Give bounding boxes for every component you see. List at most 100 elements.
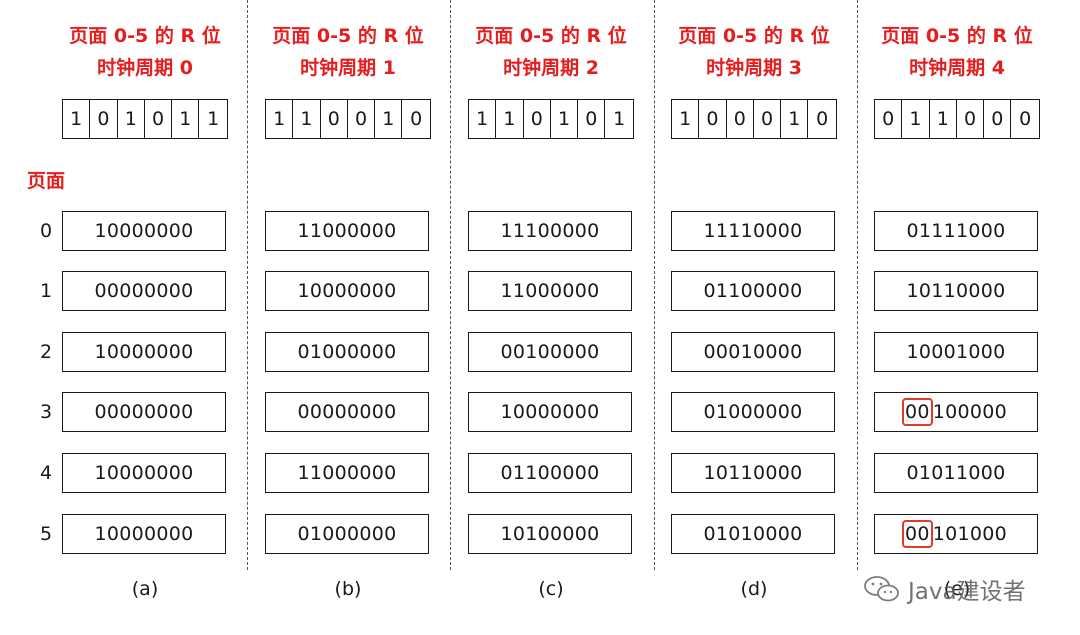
- watermark-text: Java建设者: [908, 579, 1026, 605]
- r-bit-cell: 0: [957, 100, 985, 138]
- page-counter-box: 01010000: [671, 514, 835, 554]
- counter-value: 01000000: [297, 341, 397, 363]
- r-bit-cell: 1: [293, 100, 321, 138]
- page-counter-box: 10000000: [468, 392, 632, 432]
- page-counter-box: 0010100000101000: [874, 514, 1038, 554]
- counter-value: 10110000: [703, 462, 803, 484]
- column-caption: (b): [334, 578, 362, 600]
- page-counter-box: 01100000: [468, 453, 632, 493]
- page-counter-box: 01000000: [265, 514, 429, 554]
- counter-value: 01010000: [703, 523, 803, 545]
- page-counter-box: 10110000: [671, 453, 835, 493]
- counter-value: 11110000: [703, 220, 803, 242]
- column-caption: (a): [131, 578, 159, 600]
- highlighted-bits: 00: [901, 520, 933, 548]
- watermark: Java建设者: [862, 572, 1026, 606]
- page-number-label: 1: [39, 280, 53, 302]
- r-bit-cell: 1: [496, 100, 524, 138]
- page-counter-box: 10000000: [62, 211, 226, 251]
- page-heading: 页面: [27, 170, 66, 192]
- r-bit-cell: 0: [410, 108, 423, 130]
- page-counter-box: 11000000: [265, 453, 429, 493]
- counter-value: 11000000: [297, 462, 397, 484]
- counter-value: 01100000: [703, 280, 803, 302]
- r-bit-cell: 1: [902, 100, 930, 138]
- r-bit-cell: 0: [90, 100, 118, 138]
- wechat-icon: [864, 576, 899, 602]
- counter-value: 10000000: [297, 280, 397, 302]
- counter-value: 11000000: [500, 280, 600, 302]
- r-bit-cell: 1: [613, 108, 626, 130]
- page-counter-box: 10001000: [874, 332, 1038, 372]
- counter-value: 00010000: [703, 341, 803, 363]
- r-bit-cell: 0: [348, 100, 376, 138]
- counter-value: 01000000: [703, 401, 803, 423]
- page-counter-box: 00000000: [265, 392, 429, 432]
- page-counter-box: 10100000: [468, 514, 632, 554]
- page-counter-box: 01111000: [874, 211, 1038, 251]
- clock-cycle-title: 时钟周期 4: [909, 57, 1005, 79]
- r-bits-title: 页面 0-5 的 R 位: [69, 25, 221, 47]
- r-bit-cell: 1: [207, 108, 220, 130]
- clock-cycle-title: 时钟周期 1: [300, 57, 396, 79]
- counter-value: 01000000: [297, 523, 397, 545]
- page-counter-box: 11000000: [265, 211, 429, 251]
- r-bit-cell: 0: [699, 100, 727, 138]
- r-bit-cell: 0: [875, 100, 903, 138]
- r-bit-cell: 1: [781, 100, 809, 138]
- r-bit-cell: 1: [172, 100, 200, 138]
- page-counter-box: 10000000: [62, 514, 226, 554]
- counter-value: 00000000: [297, 401, 397, 423]
- counter-remaining-bits: 101000: [932, 523, 1008, 545]
- counter-value: 10100000: [500, 523, 600, 545]
- page-counter-box: 00000000: [62, 271, 226, 311]
- column-divider: [857, 0, 858, 570]
- page-counter-box: 11000000: [468, 271, 632, 311]
- column-divider: [654, 0, 655, 570]
- page-number-label: 4: [39, 462, 53, 484]
- r-bit-cell: 0: [578, 100, 606, 138]
- page-counter-box: 01011000: [874, 453, 1038, 493]
- r-bits-title: 页面 0-5 的 R 位: [475, 25, 627, 47]
- r-bit-cell: 0: [1019, 108, 1032, 130]
- page-counter-box: 10000000: [62, 332, 226, 372]
- r-bit-cell: 1: [672, 100, 700, 138]
- counter-value: 10110000: [906, 280, 1006, 302]
- page-counter-box: 11100000: [468, 211, 632, 251]
- r-bit-cell: 1: [930, 100, 957, 138]
- r-bit-cell: 1: [551, 100, 579, 138]
- counter-value: 00000000: [94, 401, 194, 423]
- page-number-label: 2: [39, 341, 53, 363]
- page-counter-box: 10110000: [874, 271, 1038, 311]
- page-counter-box: 00010000: [671, 332, 835, 372]
- r-bits-title: 页面 0-5 的 R 位: [881, 25, 1033, 47]
- column-caption: (d): [740, 578, 768, 600]
- r-bits-title: 页面 0-5 的 R 位: [272, 25, 424, 47]
- clock-cycle-title: 时钟周期 3: [706, 57, 802, 79]
- page-counter-box: 00000000: [62, 392, 226, 432]
- counter-remaining-bits: 100000: [932, 401, 1008, 423]
- page-counter-box: 00100000: [468, 332, 632, 372]
- counter-value: 01100000: [500, 462, 600, 484]
- r-bit-cell: 0: [816, 108, 829, 130]
- counter-value: 10000000: [500, 401, 600, 423]
- r-bit-cell: 0: [984, 100, 1012, 138]
- r-bit-cell: 0: [321, 100, 348, 138]
- r-bits-title: 页面 0-5 的 R 位: [678, 25, 830, 47]
- column-divider: [247, 0, 248, 570]
- page-number-label: 5: [39, 523, 53, 545]
- r-bit-cell: 0: [754, 100, 782, 138]
- counter-value: 01011000: [906, 462, 1006, 484]
- page-number-label: 0: [39, 220, 53, 242]
- page-number-label: 3: [39, 401, 53, 423]
- r-bit-cell: 0: [145, 100, 173, 138]
- r-bit-cell: 1: [63, 100, 91, 138]
